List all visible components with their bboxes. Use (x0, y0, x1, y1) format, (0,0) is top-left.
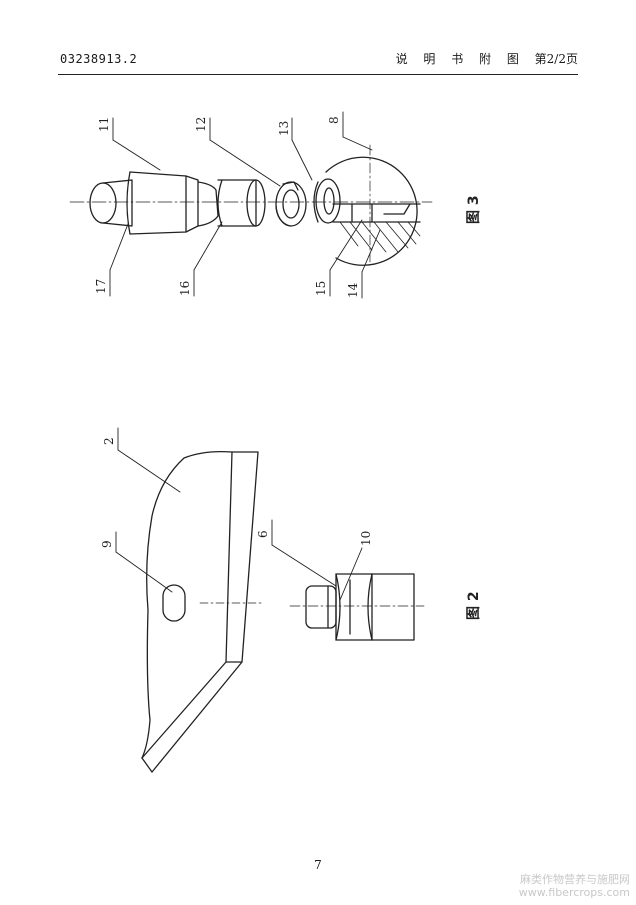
label-6: 6 (256, 530, 270, 538)
label-13: 13 (277, 121, 291, 136)
label-8: 8 (327, 116, 341, 124)
label-14: 14 (346, 282, 360, 298)
label-17: 17 (94, 279, 108, 294)
figure-2-caption: 图 2 (466, 591, 482, 620)
fig2-leaders (115, 427, 363, 601)
watermark-url: www.fibercrops.com (518, 886, 630, 899)
fig3-shaft (89, 171, 266, 235)
fig3-spring-washer (275, 181, 307, 227)
patent-number: 03238913.2 (60, 52, 138, 66)
label-16: 16 (178, 281, 192, 296)
label-10: 10 (359, 531, 373, 546)
page-number: 7 (314, 858, 322, 872)
watermark: 麻类作物营养与施肥网 www.fibercrops.com (519, 873, 630, 899)
page-info: 第2/2页 (534, 52, 578, 66)
label-9: 9 (100, 540, 114, 548)
header-title: 说 明 书 附 图 第2/2页 (396, 50, 578, 67)
figure-3-caption: 图 3 (466, 195, 482, 224)
label-15: 15 (314, 281, 328, 296)
fig2-bolt-and-nut (289, 573, 425, 641)
watermark-text: 麻类作物营养与施肥网 (520, 873, 630, 886)
label-11: 11 (97, 117, 111, 132)
fig3-hatching (339, 221, 421, 253)
fig2-blade (141, 450, 263, 773)
label-2: 2 (102, 437, 116, 445)
fig3-ball (325, 144, 421, 266)
figure-3-drawing (69, 111, 433, 299)
fig3-washer (313, 178, 341, 224)
label-12: 12 (194, 117, 208, 132)
figure-2-drawing (115, 427, 425, 773)
section-title: 说 明 书 附 图 (395, 52, 525, 66)
fig3-leaders (109, 111, 381, 299)
header-rule (58, 74, 578, 75)
